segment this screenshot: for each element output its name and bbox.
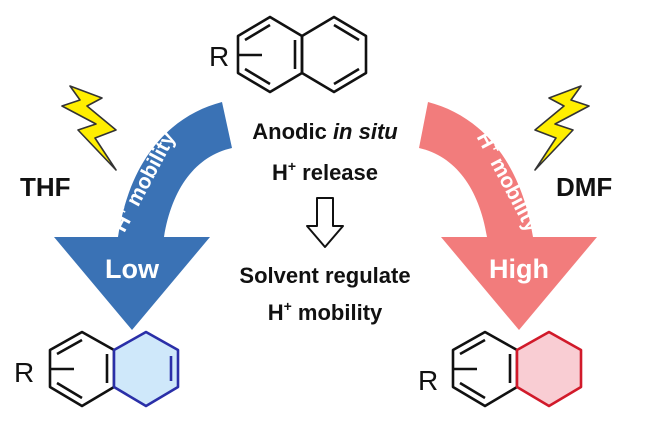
tetrahydronaphthalene-molecule: [451, 330, 583, 408]
left-arrow-shape: [54, 102, 232, 330]
dihydronaphthalene-molecule: [48, 330, 180, 408]
naphthalene-molecule: [236, 15, 368, 94]
lightning-bolt-icon: [534, 85, 590, 171]
open-down-arrow-icon: [306, 197, 344, 248]
right-level-label: High: [489, 254, 549, 284]
naphthalene-r-label: R: [209, 41, 229, 72]
left-product-r-label: R: [14, 357, 34, 388]
right-product-r-label: R: [418, 365, 438, 396]
right-arrow-shape: [419, 102, 597, 330]
center-line-solvent: Solvent regulate: [239, 263, 410, 288]
left-solvent-label: THF: [20, 172, 71, 202]
center-line-release: H+ release: [272, 158, 378, 185]
right-product-ring: [515, 330, 583, 408]
left-product-ring: [112, 330, 180, 408]
center-line-anodic: Anodic in situ: [252, 119, 398, 144]
center-line-mobility: H+ mobility: [268, 298, 383, 325]
left-curved-arrow: [54, 102, 232, 330]
right-curved-arrow: [419, 102, 597, 330]
right-solvent-label: DMF: [556, 172, 612, 202]
lightning-bolt-icon: [61, 85, 117, 171]
left-level-label: Low: [105, 254, 160, 284]
